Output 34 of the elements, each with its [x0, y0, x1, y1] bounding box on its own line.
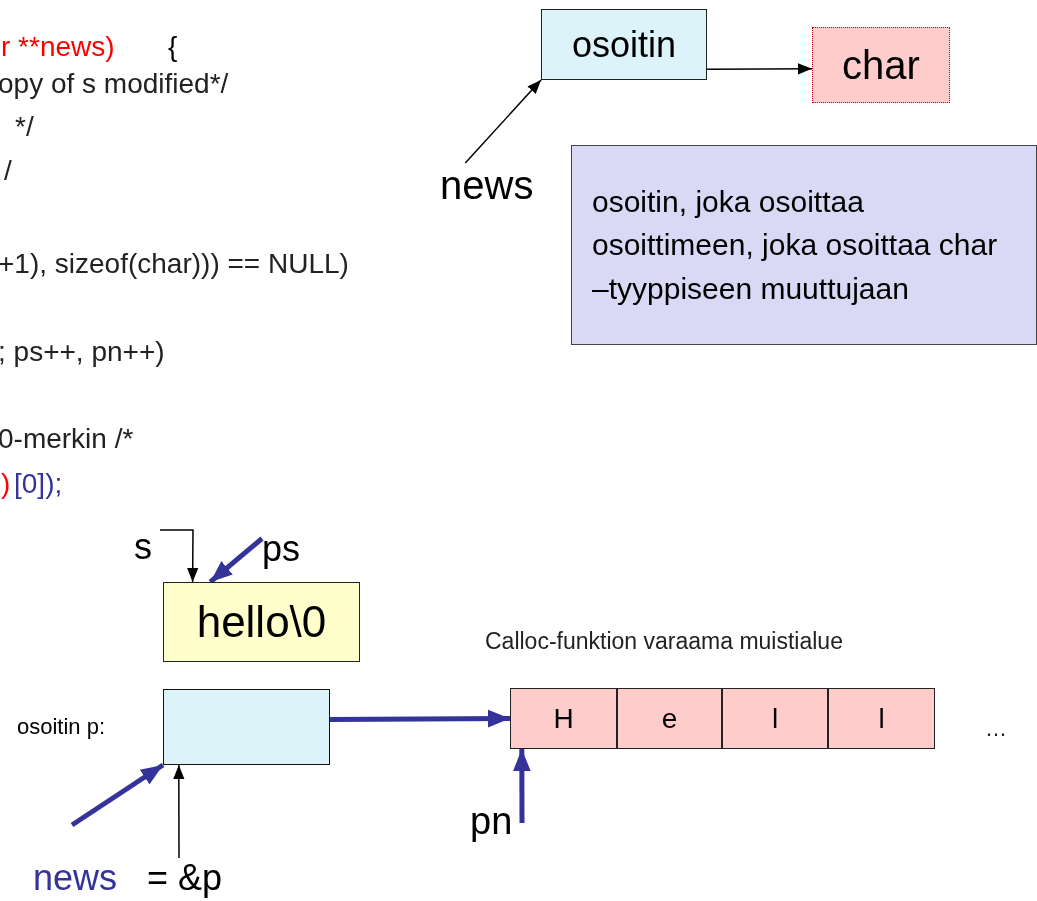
- value-box: char: [812, 27, 950, 103]
- variable-label: news: [33, 857, 118, 899]
- arrow: [173, 764, 185, 859]
- code-line: opy of s modified*/: [0, 70, 229, 98]
- caption-text: Calloc-funktion varaama muistialue: [485, 630, 843, 653]
- variable-label: news: [440, 163, 550, 207]
- variable-label: s: [134, 528, 160, 566]
- arrow: [513, 749, 531, 826]
- code-line: ; ps++, pn++): [0, 338, 165, 366]
- code-line: r **news): [1, 33, 115, 61]
- arrow: [159, 529, 199, 583]
- code-line: */: [15, 113, 34, 141]
- memory-cell: e: [617, 688, 722, 749]
- arrow: [330, 709, 510, 728]
- memory-cell: l: [828, 688, 935, 749]
- variable-label: pn: [470, 800, 522, 842]
- pointer-label: osoitin p:: [17, 716, 106, 738]
- variable-label: ps: [262, 528, 308, 570]
- string-box: hello\0: [163, 582, 360, 662]
- code-line: {: [168, 33, 178, 61]
- arrow: [706, 63, 813, 75]
- arrow: [464, 79, 542, 164]
- arrow: [70, 762, 165, 828]
- note-box: osoitin, joka osoittaa osoittimeen, joka osoittaa char –tyyppiseen muuttujaan: [571, 145, 1037, 345]
- code-line: +1), sizeof(char))) == NULL): [0, 250, 349, 278]
- pointer-box: osoitin: [541, 9, 707, 80]
- code-line: /: [4, 157, 12, 185]
- code-line: [0]);: [14, 470, 63, 498]
- arrow: [208, 536, 264, 584]
- memory-cell: l: [722, 688, 828, 749]
- address-expression: = &p: [147, 857, 223, 899]
- code-line: ): [1, 470, 11, 498]
- ellipsis-text: …: [985, 718, 1007, 740]
- memory-cell: H: [510, 688, 617, 749]
